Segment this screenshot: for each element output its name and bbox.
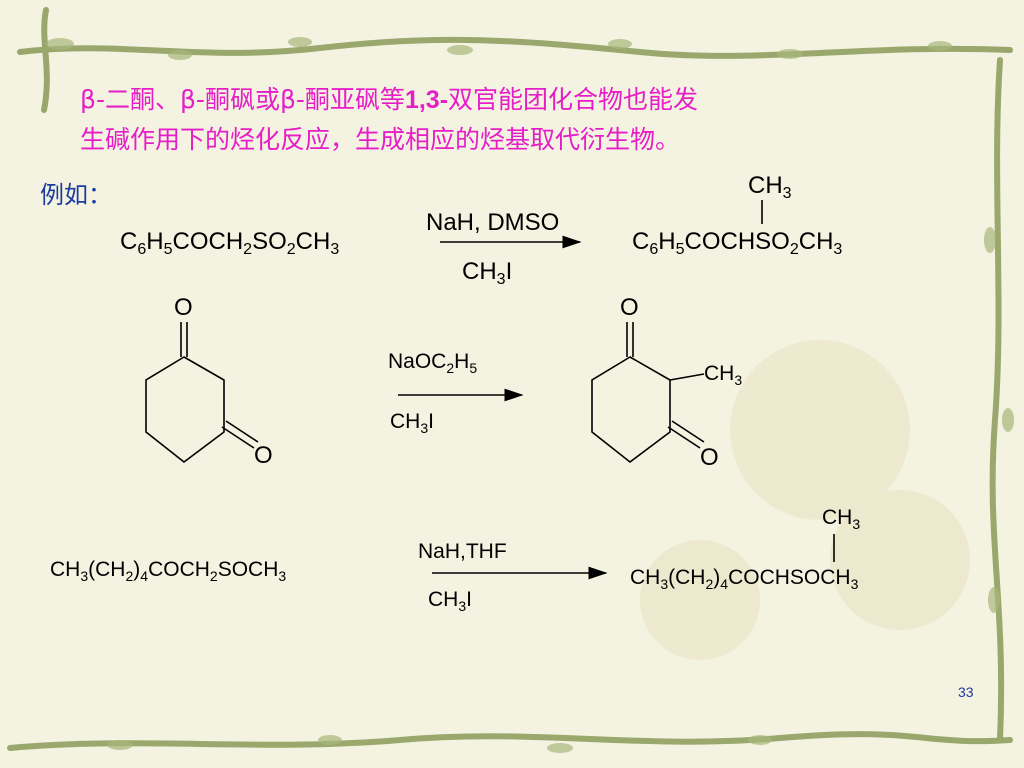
reaction1-reagent-top: NaH, DMSO <box>426 209 560 236</box>
reaction2-reactant-co-bottom <box>221 426 255 449</box>
reaction2-product-co-bottom <box>667 426 701 449</box>
reaction3-reactant: CH3(CH2)4COCH2SOCH3 <box>50 558 287 584</box>
reaction3-product-branch: CH3 <box>822 506 861 532</box>
reaction2-product-ring <box>591 356 671 464</box>
reaction2-reagent-bottom: CH3I <box>390 410 434 436</box>
intro-line1-part2: 双官能团化合物也能发 <box>448 85 699 114</box>
reaction2-reagent-top: NaOC2H5 <box>388 350 478 376</box>
reaction3-reagent-bottom: CH3I <box>428 588 472 614</box>
intro-line1-bold: 1,3- <box>404 86 449 114</box>
intro-line2: 生碱作用下的烃化反应，生成相应的烃基取代衍生物。 <box>80 125 681 154</box>
reaction2-product-methyl-bond <box>669 373 705 381</box>
reaction2-product-methyl: CH3 <box>704 362 743 388</box>
reaction1-product-branch: CH3 <box>748 172 792 202</box>
reaction1-reagent-bottom: CH3I <box>462 258 513 288</box>
example-label: 例如： <box>40 181 112 209</box>
reaction2-reactant-ring <box>145 356 225 464</box>
reaction2-product-o-top: O <box>620 294 639 321</box>
reaction3-reagent-top: NaH,THF <box>418 540 507 563</box>
reaction3-product: CH3(CH2)4COCHSOCH3 <box>630 566 859 592</box>
intro-text: β-二酮、β-酮砜或β-酮亚砜等1,3-双官能团化合物也能发 生碱作用下的烃化反… <box>80 80 960 160</box>
reaction2-reactant-o-bottom: O <box>254 442 273 469</box>
reaction2-product-o-bottom: O <box>700 444 719 471</box>
reaction2-reactant-o-top: O <box>174 294 193 321</box>
intro-line1-part1: β-二酮、β-酮砜或β-酮亚砜等 <box>80 85 405 114</box>
reaction1-product: C6H5COCHSO2CH3 <box>632 228 843 258</box>
reaction1-reactant: C6H5COCH2SO2CH3 <box>120 228 340 258</box>
page-number: 33 <box>958 684 974 700</box>
